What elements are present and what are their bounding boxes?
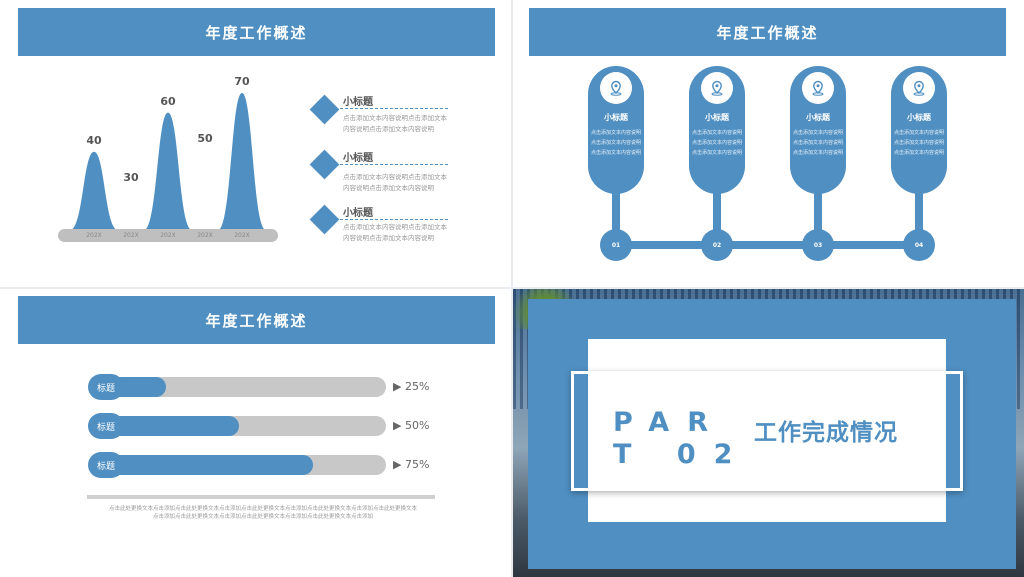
item-title: 小标题: [343, 208, 373, 219]
bar-category-label: 202X: [160, 232, 176, 239]
bar-peak: [70, 151, 118, 230]
progress-fill: [92, 416, 239, 436]
progress-track: [92, 455, 386, 475]
progress-percent: ▶ 75%: [393, 458, 430, 471]
bar-value-label: 30: [123, 171, 139, 185]
timeline-step-card[interactable]: 小标题 点击添加文本内容说明点击添加文本内容说明点击添加文本内容说明: [588, 66, 644, 194]
bar-value-label: 60: [160, 94, 176, 108]
progress-track: [92, 377, 386, 397]
location-pin-icon: [701, 72, 733, 104]
title-frame: [571, 371, 963, 491]
bar-category-label: 202X: [86, 232, 102, 239]
location-pin-icon: [903, 72, 935, 104]
step-title: 小标题: [806, 113, 830, 122]
item-title: 小标题: [343, 97, 373, 108]
timeline-node: 04: [903, 229, 935, 261]
progress-fill: [92, 455, 313, 475]
timeline-stem: [713, 192, 721, 232]
item-desc: 点击添加文本内容说明点击添加文本内容说明点击添加文本内容说明: [343, 223, 447, 242]
item-desc: 点击添加文本内容说明点击添加文本内容说明点击添加文本内容说明: [343, 173, 447, 192]
progress-label: 标题: [88, 452, 124, 478]
footer-text: 点击此处更换文本点击添加点击此处更换文本点击添加点击此处更换文本点击添加点击此处…: [108, 506, 417, 520]
diamond-icon: [309, 94, 340, 125]
white-panel: [588, 339, 946, 522]
divider: [87, 495, 435, 499]
slide-header: 年度工作概述: [18, 8, 495, 56]
item-title: 小标题: [343, 153, 373, 164]
progress-label: 标题: [88, 374, 124, 400]
timeline-stem: [915, 192, 923, 232]
diamond-icon: [309, 149, 340, 180]
chart-baseline: [58, 229, 278, 242]
progress-percent: ▶ 50%: [393, 419, 430, 432]
slide-section-cover[interactable]: PART 02 工作完成情况: [513, 289, 1024, 577]
timeline-line: [618, 241, 918, 249]
diamond-icon: [309, 204, 340, 235]
step-desc: 点击添加文本内容说明点击添加文本内容说明点击添加文本内容说明: [894, 130, 945, 156]
bar-category-label: 202X: [123, 232, 139, 239]
timeline-node: 02: [701, 229, 733, 261]
step-title: 小标题: [705, 113, 729, 122]
slide-header: 年度工作概述: [18, 296, 495, 344]
divider: [340, 164, 448, 165]
timeline-stem: [612, 192, 620, 232]
timeline-step-card[interactable]: 小标题 点击添加文本内容说明点击添加文本内容说明点击添加文本内容说明: [790, 66, 846, 194]
bar-value-label: 50: [197, 132, 213, 146]
slide-annual-overview-chart[interactable]: 年度工作概述 40 202X 30 202X 60 202X 50 202X 70 202X 小标…: [0, 0, 511, 287]
slide-header: 年度工作概述: [529, 8, 1006, 56]
timeline-node: 01: [600, 229, 632, 261]
bar-category-label: 202X: [197, 232, 213, 239]
timeline-node: 03: [802, 229, 834, 261]
bar-value-label: 40: [86, 133, 102, 147]
step-title: 小标题: [907, 113, 931, 122]
step-title: 小标题: [604, 113, 628, 122]
timeline-stem: [814, 192, 822, 232]
part-label: PART 02: [613, 407, 751, 470]
location-pin-icon: [802, 72, 834, 104]
bell-bar-chart: [70, 93, 266, 230]
bar-peak: [218, 93, 266, 230]
bar-value-label: 70: [234, 75, 250, 88]
timeline-step-card[interactable]: 小标题 点击添加文本内容说明点击添加文本内容说明点击添加文本内容说明: [689, 66, 745, 194]
progress-label: 标题: [88, 413, 124, 439]
item-desc: 点击添加文本内容说明点击添加文本内容说明点击添加文本内容说明: [343, 114, 447, 133]
progress-percent: ▶ 25%: [393, 380, 430, 393]
progress-track: [92, 416, 386, 436]
location-pin-icon: [600, 72, 632, 104]
bar-peak: [144, 112, 192, 230]
step-desc: 点击添加文本内容说明点击添加文本内容说明点击添加文本内容说明: [793, 130, 844, 156]
step-desc: 点击添加文本内容说明点击添加文本内容说明点击添加文本内容说明: [692, 130, 743, 156]
bar-category-label: 202X: [234, 232, 250, 239]
section-title: 工作完成情况: [754, 420, 898, 446]
divider: [340, 108, 448, 109]
divider: [340, 219, 448, 220]
timeline-step-card[interactable]: 小标题 点击添加文本内容说明点击添加文本内容说明点击添加文本内容说明: [891, 66, 947, 194]
step-desc: 点击添加文本内容说明点击添加文本内容说明点击添加文本内容说明: [591, 130, 642, 156]
